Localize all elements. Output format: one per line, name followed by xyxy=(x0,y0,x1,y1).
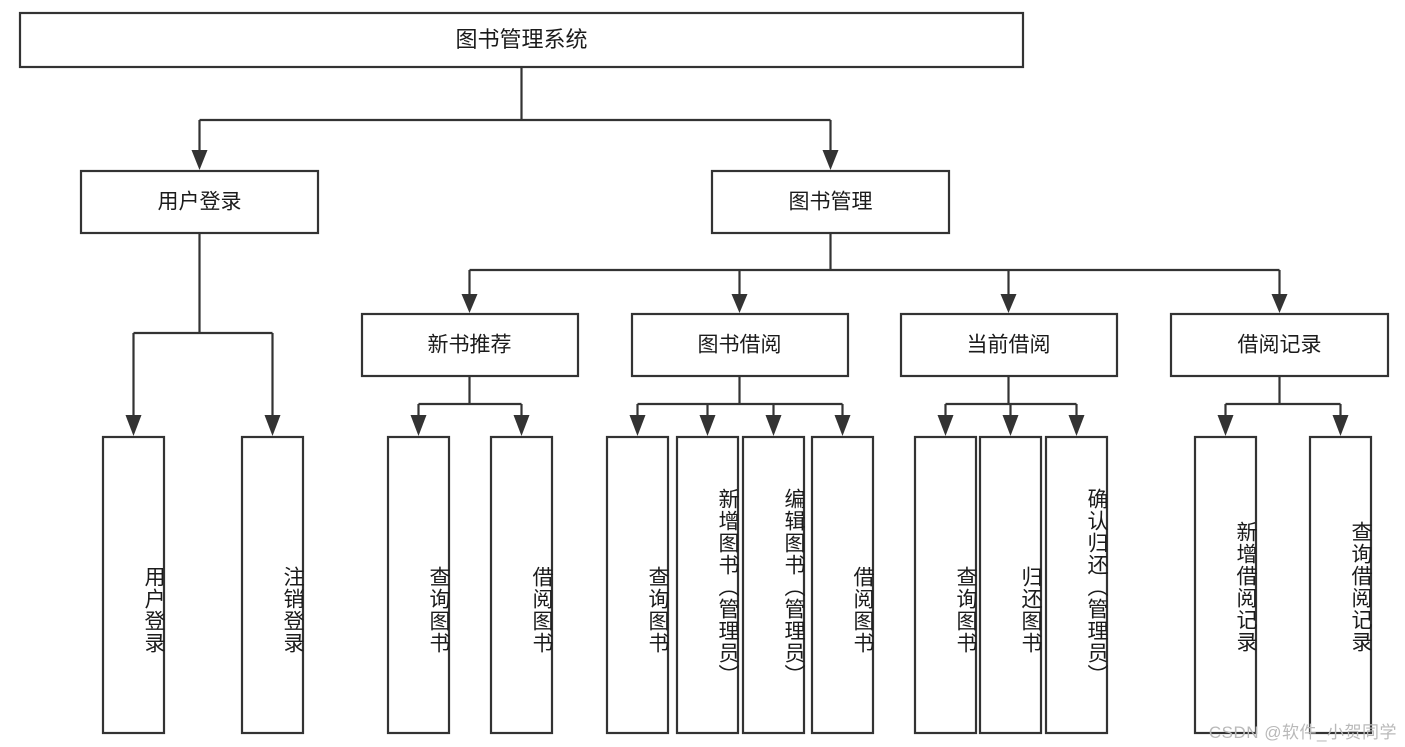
connector-group-root xyxy=(191,67,839,170)
node-box-root[interactable] xyxy=(18,11,1025,69)
connector-group-book-manage xyxy=(461,233,1288,313)
connector-group-borrow-record xyxy=(1217,376,1349,436)
node-box-leaf-new-book-query[interactable] xyxy=(386,435,451,735)
arrow-head-leaf-current-borrow-3 xyxy=(1068,415,1085,436)
node-box-leaf-book-borrow-add[interactable] xyxy=(675,435,740,735)
node-box-leaf-borrow-record-query[interactable] xyxy=(1308,435,1373,735)
node-label-book-manage: 图书管理 xyxy=(789,191,873,214)
node-box-leaf-borrow-record-add[interactable] xyxy=(1193,435,1258,735)
node-label-new-book-recommend: 新书推荐 xyxy=(428,334,512,357)
arrow-head-leaf-new-book-2 xyxy=(513,415,530,436)
watermark-text: CSDN @软件_小贺同学 xyxy=(1208,723,1397,742)
node-box-borrow-record[interactable] xyxy=(1169,312,1390,378)
arrow-head-book-manage xyxy=(822,150,839,170)
arrow-head-book-borrow xyxy=(731,294,748,313)
arrow-head-new-book xyxy=(461,294,478,313)
node-box-book-manage[interactable] xyxy=(710,169,951,235)
node-label-root: 图书管理系统 xyxy=(455,27,587,52)
arrow-head-leaf-user-login-2 xyxy=(264,415,281,436)
arrow-head-leaf-new-book-1 xyxy=(410,415,427,436)
arrow-head-leaf-current-borrow-2 xyxy=(1002,415,1019,436)
arrow-head-leaf-book-borrow-3 xyxy=(765,415,782,436)
connector-group-current-borrow xyxy=(937,376,1085,436)
node-label-book-borrow: 图书借阅 xyxy=(698,334,782,357)
node-label-user-login: 用户登录 xyxy=(158,191,242,214)
node-label-borrow-record: 借阅记录 xyxy=(1238,334,1322,357)
node-box-leaf-book-borrow-edit[interactable] xyxy=(741,435,806,735)
arrow-head-leaf-current-borrow-1 xyxy=(937,415,954,436)
node-box-leaf-current-borrow-confirm[interactable] xyxy=(1044,435,1109,735)
arrow-head-user-login xyxy=(191,150,208,170)
node-box-leaf-user-login-login[interactable] xyxy=(101,435,166,735)
node-box-user-login[interactable] xyxy=(79,169,320,235)
arrow-head-leaf-user-login-1 xyxy=(125,415,142,436)
node-box-leaf-current-borrow-query[interactable] xyxy=(913,435,978,735)
connector-group-book-borrow xyxy=(629,376,851,436)
arrow-head-leaf-book-borrow-2 xyxy=(699,415,716,436)
arrow-head-leaf-borrow-record-1 xyxy=(1217,415,1234,436)
node-box-book-borrow[interactable] xyxy=(630,312,850,378)
arrow-head-current-borrow xyxy=(1000,294,1017,313)
node-box-leaf-new-book-borrow[interactable] xyxy=(489,435,554,735)
node-box-leaf-book-borrow-query[interactable] xyxy=(605,435,670,735)
node-box-leaf-current-borrow-return[interactable] xyxy=(978,435,1043,735)
node-box-current-borrow[interactable] xyxy=(899,312,1119,378)
connector-group-user-login xyxy=(125,233,281,436)
node-box-leaf-user-login-logout[interactable] xyxy=(240,435,305,735)
connector-group-new-book xyxy=(410,376,530,436)
arrow-head-leaf-book-borrow-1 xyxy=(629,415,646,436)
arrow-head-borrow-record xyxy=(1271,294,1288,313)
arrow-head-leaf-borrow-record-2 xyxy=(1332,415,1349,436)
node-label-current-borrow: 当前借阅 xyxy=(967,334,1051,357)
node-box-leaf-book-borrow-borrow[interactable] xyxy=(810,435,875,735)
arrow-head-leaf-book-borrow-4 xyxy=(834,415,851,436)
node-box-new-book-recommend[interactable] xyxy=(360,312,580,378)
